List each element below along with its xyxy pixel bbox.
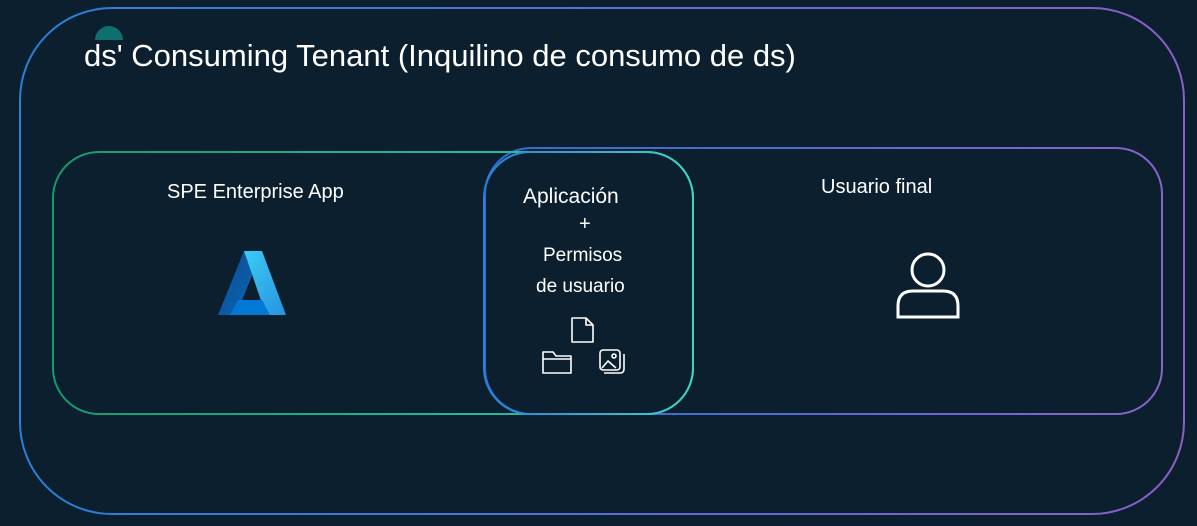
overlap-box [483,151,694,415]
end-user-label: Usuario final [821,176,933,198]
overlap-permissions-line2: de usuario [536,276,625,297]
tenant-marker-icon [95,26,123,40]
tenant-boundary [19,7,1185,515]
tenant-title: ds' Consuming Tenant (Inquilino de consu… [84,38,796,73]
overlap-app-label: Aplicación [523,185,619,208]
image-icon [599,349,625,374]
spe-app-label: SPE Enterprise App [167,181,344,203]
azure-logo-icon [218,251,286,315]
folder-icon [542,351,572,374]
overlap-plus: + [579,213,591,235]
file-icon [571,317,594,343]
overlap-permissions-line1: Permisos [543,245,623,266]
person-icon [896,252,960,319]
